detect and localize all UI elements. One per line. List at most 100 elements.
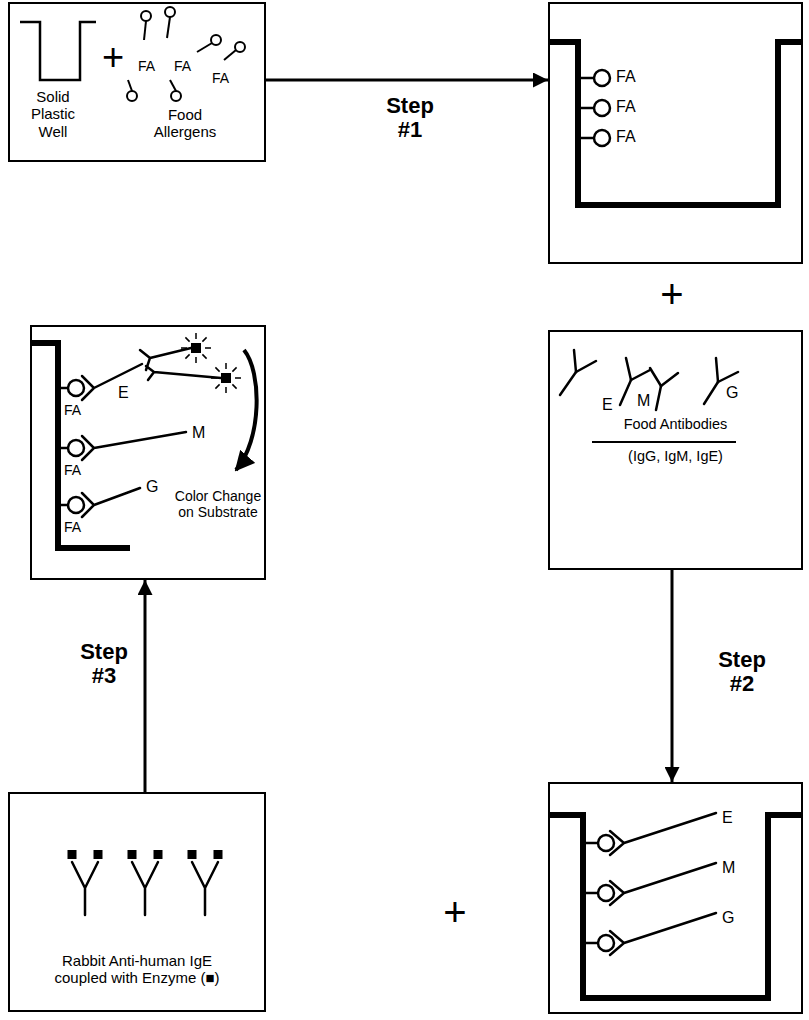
part-label: Food Allergens <box>140 106 230 141</box>
antibody-symbol-part <box>631 370 650 380</box>
antibody-class: G <box>722 909 734 927</box>
allergen-label: FA <box>64 462 81 478</box>
enzyme-square-part <box>214 850 223 859</box>
allergen-label: FA <box>616 98 636 116</box>
allergen-label: FA <box>174 58 191 74</box>
antibody-class: G <box>726 384 738 402</box>
part-label: Solid Plastic Well <box>18 88 88 140</box>
antibody-class: M <box>192 424 205 442</box>
enzyme-square-part <box>68 850 77 859</box>
bound-antibody-part <box>583 942 598 945</box>
antibody-class: G <box>146 478 158 496</box>
antibody-class: E <box>722 809 733 827</box>
antibody-symbol-part <box>704 382 718 404</box>
enzyme-antibody-part <box>72 862 98 915</box>
step-label: Step #2 <box>710 648 774 696</box>
bound-antibody <box>583 813 716 955</box>
antibody-symbol-part <box>576 361 596 372</box>
enzyme-square-part <box>154 850 163 859</box>
bound-antibody-part <box>598 835 614 851</box>
bound-antibody-part <box>146 366 221 380</box>
bound-allergen <box>578 70 610 146</box>
bound-allergen-part <box>578 137 594 140</box>
enzyme-antibody-part <box>132 862 158 915</box>
allergen-molecule-part <box>224 50 236 60</box>
panel-detection: E FA M FA G FA Color Change on Substrate <box>30 325 266 580</box>
panel-antibodies: GEMFood Antibodies(IgG, IgM, IgE) <box>548 330 803 570</box>
allergen-molecule-part <box>141 11 151 21</box>
underline-part <box>592 441 736 443</box>
coated-well <box>550 815 801 998</box>
panel-caption: Color Change on Substrate <box>174 488 262 520</box>
allergen-label: FA <box>616 68 636 86</box>
enzyme-square-part <box>191 343 201 353</box>
bound-antibody-part <box>610 863 716 905</box>
panel-title: Food Antibodies <box>548 416 803 433</box>
glow-rays-part <box>181 333 211 363</box>
step-arrow <box>266 79 548 82</box>
allergen-molecule-part <box>144 21 146 40</box>
bound-antibody-part <box>583 892 598 895</box>
plastic-well <box>20 22 96 80</box>
antibody-symbol-part <box>656 386 661 410</box>
bound-allergen-part <box>578 107 594 110</box>
step-arrow <box>144 580 147 792</box>
allergen-molecule-part <box>167 17 170 38</box>
bound-antibody-part <box>58 447 68 450</box>
antibody-symbol-part <box>560 372 576 395</box>
plastic-well-part <box>20 22 96 80</box>
antibody-class: E <box>118 384 129 402</box>
allergen-molecule-part <box>128 80 132 91</box>
step-arrow <box>671 570 674 782</box>
antibody-symbol-part <box>661 373 678 386</box>
antibody-class: M <box>722 859 735 877</box>
plus-sign: + <box>438 890 472 934</box>
bound-antibody-part <box>68 497 84 513</box>
antibody-symbol-part <box>716 358 718 382</box>
curved-arrow <box>236 350 257 470</box>
antibody-symbol-part <box>650 368 661 386</box>
bound-antibody-part <box>598 885 614 901</box>
antibody-symbol-part <box>574 350 576 372</box>
antibody-class: M <box>637 392 650 410</box>
allergen-label: FA <box>64 519 81 535</box>
enzyme-square <box>68 850 223 859</box>
panel-coating: Solid Plastic Well + Food Allergens FA FA FA <box>8 2 266 162</box>
bound-antibody-part <box>82 364 142 400</box>
enzyme-square-part <box>221 373 231 383</box>
allergen-molecule-part <box>127 91 137 101</box>
antibody-symbol-part <box>718 372 738 382</box>
coated-well-part <box>550 815 801 998</box>
coated-well-part <box>550 42 801 205</box>
bound-antibody-part <box>598 935 614 951</box>
glow-rays-part <box>211 363 241 393</box>
plus-sign: + <box>655 272 689 316</box>
bound-antibody-part <box>68 440 84 456</box>
panel-caption: Rabbit Anti-human IgE coupled with Enzym… <box>42 952 232 987</box>
bound-antibody-part <box>610 813 716 855</box>
allergen-molecule <box>127 7 245 101</box>
antibody-class: E <box>602 396 613 414</box>
allergen-molecule-part <box>171 91 181 101</box>
plus-sign: + <box>100 36 126 80</box>
antibody-symbol-part <box>620 380 631 405</box>
enzyme-square-part <box>188 850 197 859</box>
bound-allergen-part <box>594 70 610 86</box>
allergen-molecule-part <box>211 35 221 45</box>
underline <box>592 441 736 443</box>
allergen-molecule-part <box>197 43 212 52</box>
curved-arrow-part <box>236 350 257 470</box>
allergen-molecule-part <box>170 80 176 91</box>
panel-conjugate: Rabbit Anti-human IgE coupled with Enzym… <box>8 792 266 1012</box>
bound-allergen-part <box>578 77 594 80</box>
allergen-label: FA <box>212 70 229 86</box>
allergen-label: FA <box>64 402 81 418</box>
bound-allergen-part <box>594 100 610 116</box>
antibody-symbol-part <box>626 358 631 380</box>
panel-bound-antibodies: E M G <box>548 782 803 1014</box>
bound-antibody-part <box>58 504 68 507</box>
allergen-label: FA <box>138 58 155 74</box>
